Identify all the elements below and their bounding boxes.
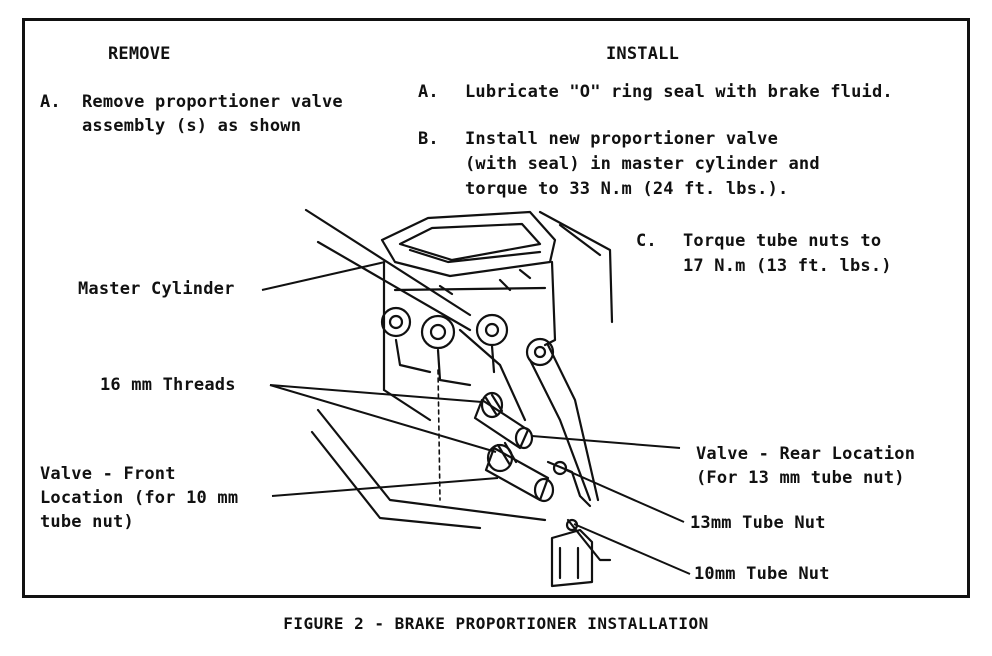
callout-valve-front-line3: tube nut) — [40, 512, 134, 532]
callout-threads: 16 mm Threads — [100, 375, 236, 395]
firewall-line-upper — [304, 208, 472, 317]
brake-line-3 — [546, 343, 600, 502]
port-right — [475, 313, 509, 347]
port-far-right-inner — [533, 345, 547, 359]
install-step-b-line3: torque to 33 N.m (24 ft. lbs.). — [465, 179, 789, 199]
valve-rear — [473, 391, 534, 450]
callout-valve-rear-line1: Valve - Rear Location — [696, 444, 916, 464]
leader-master-cylinder — [261, 261, 386, 291]
callout-master-cylinder: Master Cylinder — [78, 279, 235, 299]
panel-line-right-1 — [538, 210, 614, 324]
figure-frame — [22, 18, 970, 598]
panel-line-right-2 — [558, 223, 602, 257]
valve-front — [484, 441, 555, 503]
cylinder-body-top — [393, 286, 547, 292]
leader-tube-nut-10 — [573, 523, 691, 575]
leader-valve-front — [271, 477, 499, 497]
reservoir-cover-inner — [398, 222, 542, 262]
port-far-right — [525, 337, 555, 367]
port-left — [380, 306, 412, 338]
install-heading: INSTALL — [606, 44, 680, 64]
fender-outline-2 — [310, 430, 482, 530]
install-step-a-line1: Lubricate "O" ring seal with brake fluid… — [465, 82, 893, 102]
install-step-c-letter: C. — [636, 231, 657, 251]
install-step-b-line1: Install new proportioner valve — [465, 129, 779, 149]
callout-valve-front-line2: Location (for 10 mm — [40, 488, 239, 508]
reservoir-tabs — [438, 268, 532, 296]
port-mid — [420, 314, 456, 350]
remove-heading: REMOVE — [108, 44, 171, 64]
remove-step-a-line2: assembly (s) as shown — [82, 116, 302, 136]
port-right-inner — [484, 322, 500, 338]
firewall-line-lower — [316, 240, 472, 332]
fender-outline — [316, 408, 547, 522]
brake-line-1 — [458, 328, 527, 422]
tube-nut-10-shape — [550, 518, 612, 588]
reservoir-cover — [380, 210, 557, 278]
install-step-a-letter: A. — [418, 82, 439, 102]
callout-valve-front-line1: Valve - Front — [40, 464, 176, 484]
tube-nut-13-shape — [546, 460, 592, 508]
reservoir-cover-ridge — [408, 248, 542, 264]
remove-step-a-line1: Remove proportioner valve — [82, 92, 343, 112]
callout-tube-nut-10: 10mm Tube Nut — [694, 564, 830, 584]
leader-threads-1 — [269, 384, 483, 403]
cylinder-body-right — [543, 260, 557, 347]
remove-step-a-letter: A. — [40, 92, 61, 112]
figure-caption: FIGURE 2 - BRAKE PROPORTIONER INSTALLATI… — [283, 614, 709, 633]
leader-tube-nut-13 — [565, 469, 685, 523]
leader-valve-rear — [531, 435, 681, 449]
callout-tube-nut-13: 13mm Tube Nut — [690, 513, 826, 533]
leader-threads-2 — [269, 384, 497, 453]
brake-line-2 — [528, 358, 592, 502]
install-step-b-letter: B. — [418, 129, 439, 149]
install-step-c-line1: Torque tube nuts to — [683, 231, 882, 251]
port-left-inner — [388, 314, 404, 330]
install-step-c-line2: 17 N.m (13 ft. lbs.) — [683, 256, 892, 276]
port-mid-inner — [429, 323, 447, 341]
install-step-b-line2: (with seal) in master cylinder and — [465, 154, 820, 174]
callout-valve-rear-line2: (For 13 mm tube nut) — [696, 468, 905, 488]
